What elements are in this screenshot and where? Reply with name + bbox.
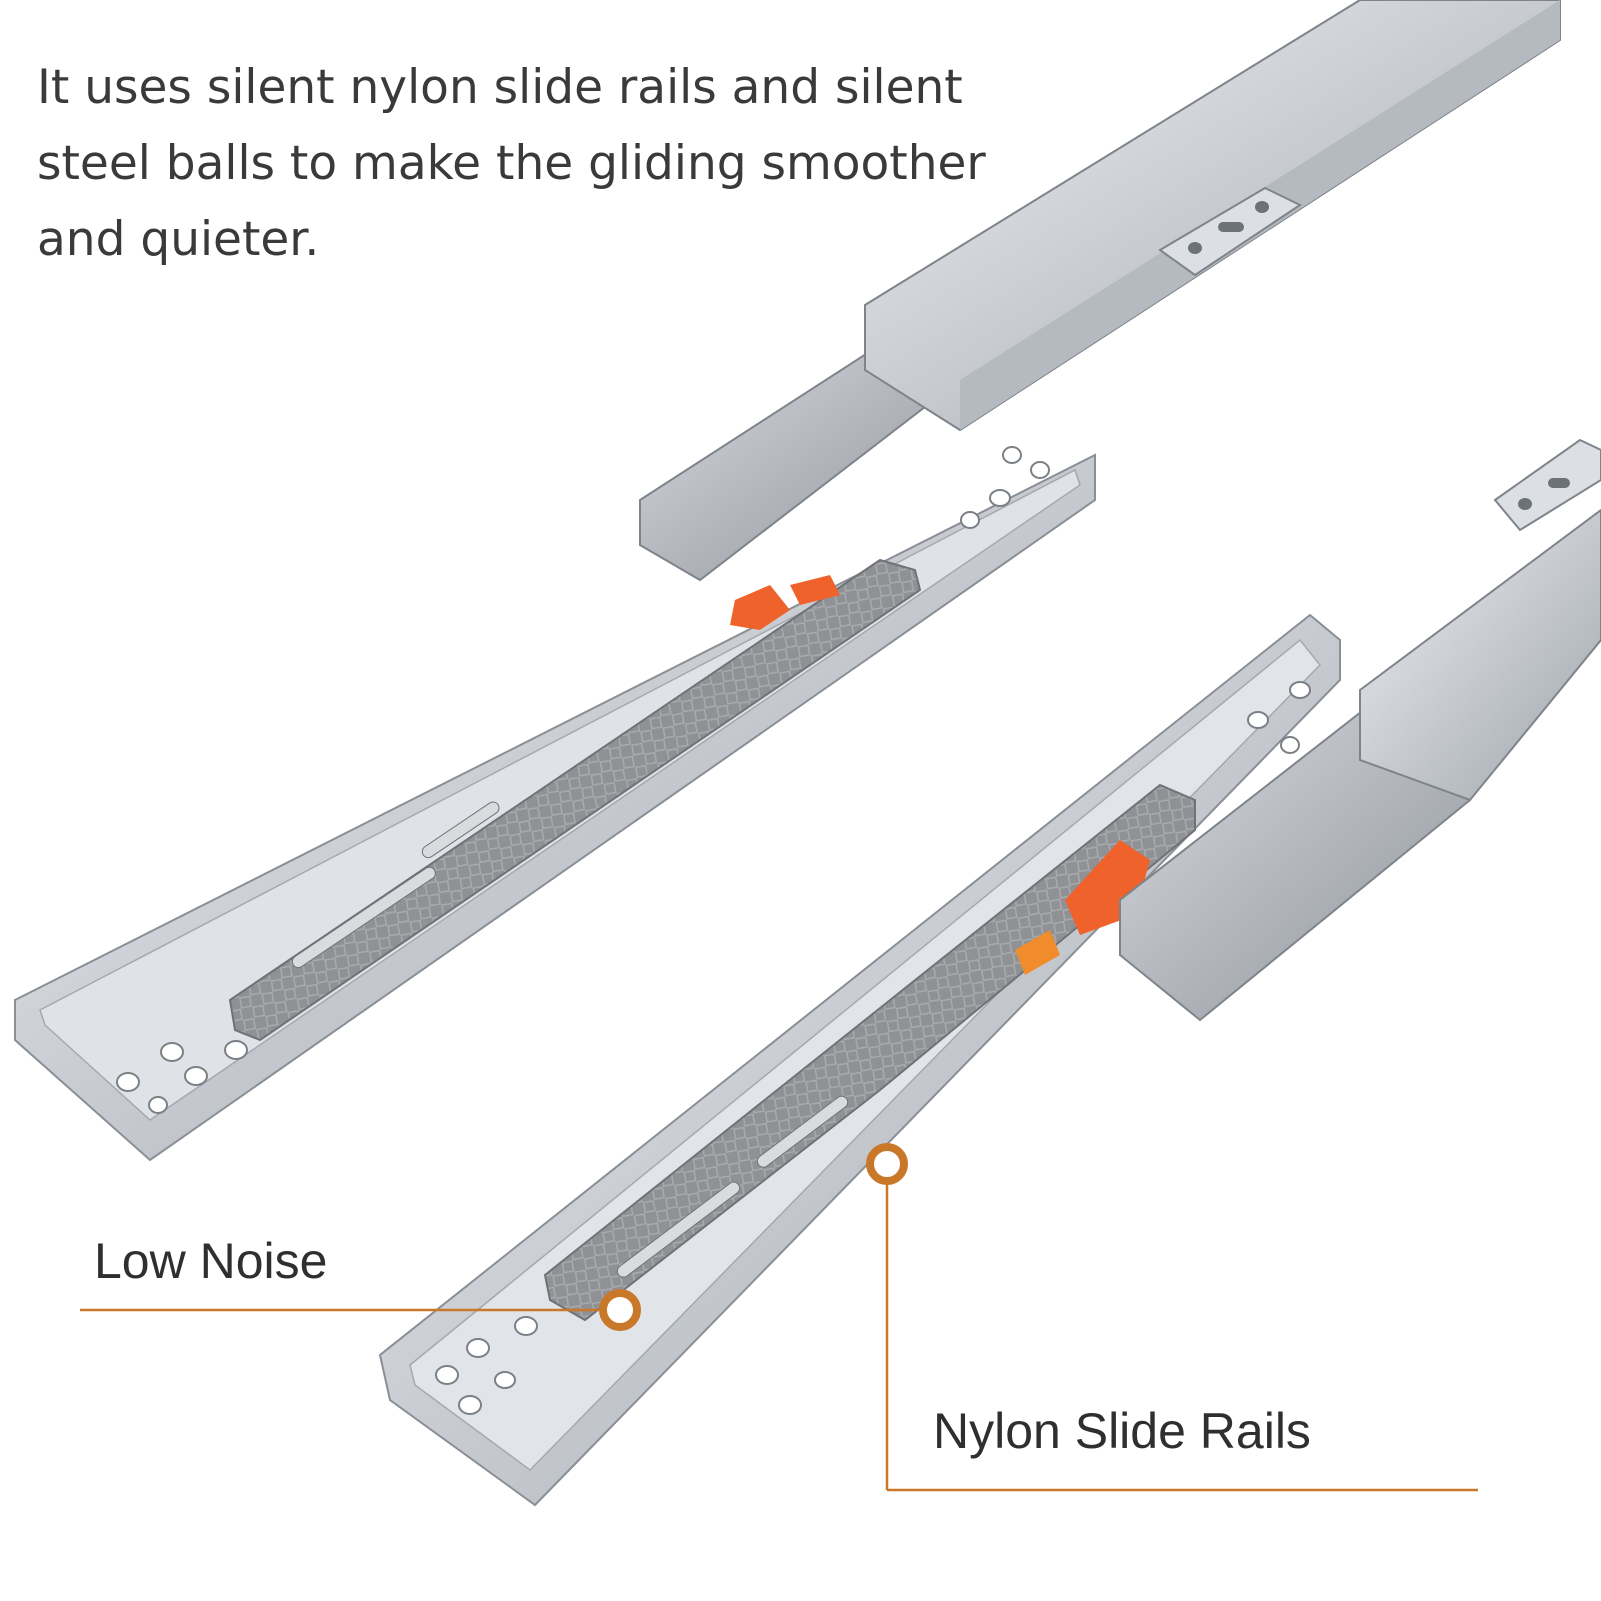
lower-drawer-slide — [378, 438, 1601, 1507]
lower-mounting-holes — [435, 681, 1311, 1415]
bracket-hole — [1518, 498, 1532, 510]
upper-inner-member — [639, 343, 962, 582]
headline-line-1: It uses silent nylon slide rails and sil… — [37, 60, 963, 115]
nylon-slide-rails-callout — [866, 1143, 1478, 1492]
bracket-hole — [1188, 242, 1202, 254]
bracket-hole — [1255, 201, 1269, 213]
headline-text: It uses silent nylon slide rails and sil… — [37, 50, 1037, 278]
lower-top-rail — [1359, 508, 1601, 802]
lower-damper-slot-2 — [756, 1095, 849, 1168]
upper-mounting-holes — [116, 446, 1050, 1114]
lower-orange-tab — [1015, 930, 1060, 975]
nylon-marker — [866, 1143, 908, 1185]
upper-orange-catch-2 — [790, 575, 840, 605]
upper-damper-slot-2 — [421, 801, 500, 859]
upper-damper-slot-1 — [291, 866, 436, 969]
upper-orange-catch — [730, 585, 790, 630]
low-noise-callout — [80, 1289, 641, 1331]
bracket-slot — [1218, 222, 1244, 232]
low-noise-marker — [599, 1289, 641, 1331]
upper-drawer-slide — [14, 0, 1561, 1162]
headline-line-2: steel balls to make the gliding smoother — [37, 136, 986, 191]
headline-line-3: and quieter. — [37, 212, 320, 267]
bracket-slot — [1548, 478, 1570, 488]
lower-rail-bracket — [1493, 438, 1601, 532]
nylon-slide-rails-label: Nylon Slide Rails — [933, 1403, 1311, 1459]
lower-damper-slot-1 — [616, 1181, 741, 1278]
upper-nylon-damper — [228, 558, 922, 1042]
low-noise-label: Low Noise — [94, 1233, 328, 1289]
